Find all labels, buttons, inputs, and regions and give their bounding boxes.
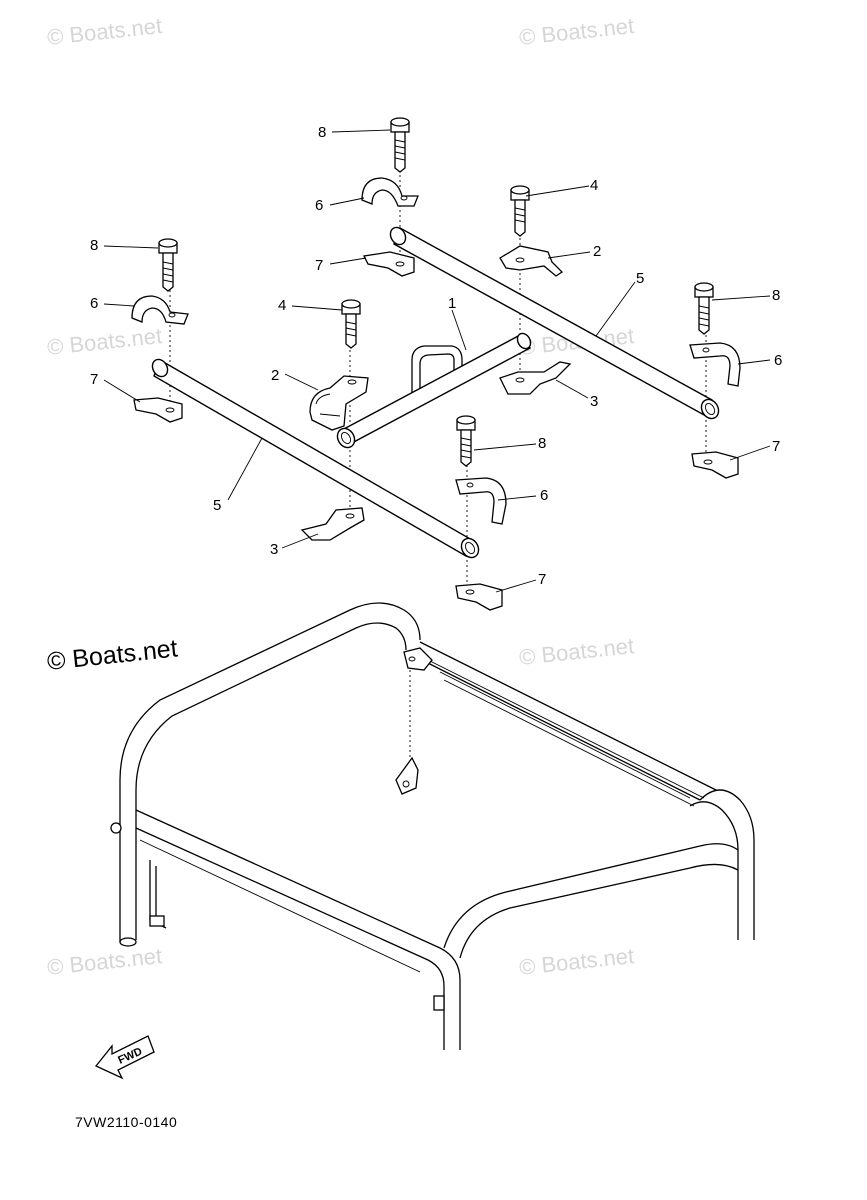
plate-3-right	[499, 361, 572, 395]
forward-arrow-icon: FWD	[94, 1035, 155, 1080]
watermark: © Boats.net	[46, 13, 163, 50]
cross-bar-left	[151, 358, 480, 559]
bolt-8-left	[158, 238, 178, 292]
bolt-8-right	[694, 282, 714, 335]
clamp-6-center	[455, 477, 507, 525]
callout-label: 5	[213, 497, 221, 514]
callout-label: 3	[270, 541, 278, 558]
clip-7-top	[363, 251, 415, 277]
callout-label: 6	[540, 487, 548, 504]
cross-bar-right	[389, 226, 720, 420]
callout-label: 4	[590, 177, 598, 194]
bolt-8-center	[456, 415, 476, 467]
bracket-2-left	[309, 375, 369, 431]
clamp-6-left	[131, 295, 189, 325]
callout-label: 8	[538, 435, 546, 452]
bracket-2-right	[499, 245, 564, 277]
diagram-code: 7VW2110-0140	[75, 1114, 177, 1130]
callout-label: 8	[90, 237, 98, 254]
plate-3-left	[300, 507, 365, 541]
callout-label: 8	[318, 124, 326, 141]
clip-7-left	[133, 397, 183, 423]
watermark: © Boats.net	[518, 943, 635, 980]
callout-label: 7	[538, 571, 546, 588]
bolt-4-left	[341, 299, 361, 349]
callout-label: 6	[315, 197, 323, 214]
clamp-6-top	[361, 177, 419, 207]
callout-label: 5	[636, 270, 644, 287]
watermark-prominent: © Boats.net	[46, 634, 179, 676]
leader-lines	[103, 129, 771, 593]
callout-label: 2	[593, 243, 601, 260]
callout-label: 8	[772, 287, 780, 304]
callout-label: 1	[448, 295, 456, 312]
clip-7-center	[455, 583, 503, 611]
center-bar-with-handle	[336, 332, 532, 449]
clip-7-right	[691, 451, 739, 479]
watermark: © Boats.net	[518, 13, 635, 50]
bolt-8-top	[390, 117, 410, 173]
roll-cage-frame	[110, 602, 755, 1050]
callout-label: 7	[315, 257, 323, 274]
callout-label: 6	[90, 295, 98, 312]
callout-labels: 8 6 7 4 2 5 8 8 6 7 4 1 2 3 6 7 5 8 6 3 …	[90, 124, 782, 588]
callout-label: 4	[278, 297, 286, 314]
callout-label: 7	[90, 371, 98, 388]
watermark: © Boats.net	[518, 633, 635, 670]
bolt-4-right	[510, 185, 530, 237]
callout-label: 2	[271, 367, 279, 384]
callout-label: 3	[590, 393, 598, 410]
watermark: © Boats.net	[46, 943, 163, 980]
callout-label: 6	[774, 352, 782, 369]
callout-label: 7	[772, 438, 780, 455]
watermark: © Boats.net	[46, 323, 163, 360]
clamp-6-right	[689, 342, 741, 387]
